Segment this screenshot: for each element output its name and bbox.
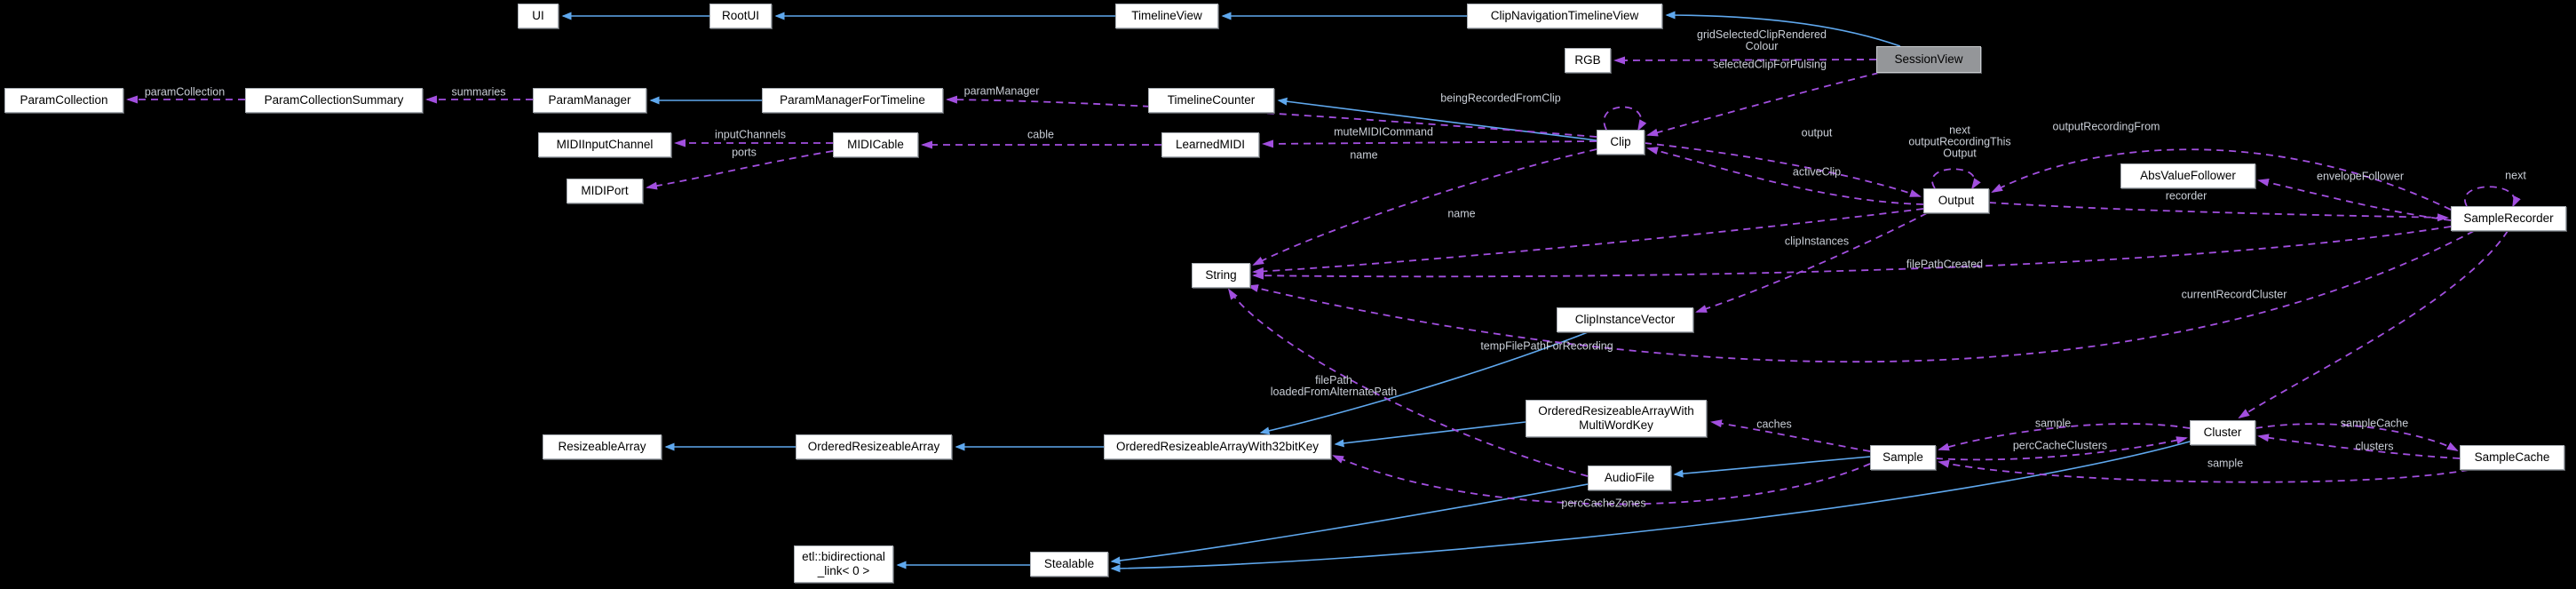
edge-sessionview-to-clipnavigationtimelineview xyxy=(1665,11,1901,47)
class-node-samplerecorder[interactable]: SampleRecorder xyxy=(2451,206,2566,231)
class-node-label: Output xyxy=(1938,194,1975,208)
class-node-label: ClipInstanceVector xyxy=(1574,313,1676,327)
class-node-label: TimelineView xyxy=(1131,9,1202,23)
edge-samplerecorder-to-output-outputRecordingFrom xyxy=(1991,148,2452,211)
class-node-label: MultiWordKey xyxy=(1579,418,1653,432)
edge-samplerecorder-to-string-tempFilePathForRecording xyxy=(1247,230,2475,363)
edge-samplecache-to-sample-sample xyxy=(1938,459,2469,483)
class-node-paramcollectionsummary[interactable]: ParamCollectionSummary xyxy=(245,88,423,113)
edge-sessionview-to-clip-selectedClipForPulsing xyxy=(1646,72,1880,137)
class-node-rootui[interactable]: RootUI xyxy=(709,4,772,28)
class-node-sample[interactable]: Sample xyxy=(1870,445,1936,470)
class-node-orderedresizeablearray[interactable]: OrderedResizeableArray xyxy=(796,434,952,459)
edge-cluster-to-stealable xyxy=(1110,441,2191,573)
edge-orderedresizeablearraywithmultiwordkey-to-orderedresizeablearraywith32bitkey xyxy=(1334,421,1526,448)
edge-clipinstancevector-to-orderedresizeablearraywith32bitkey xyxy=(1259,331,1589,435)
class-node-label: TimelineCounter xyxy=(1167,93,1256,107)
class-node-label: MIDICable xyxy=(847,138,904,152)
class-node-label: OrderedResizeableArray xyxy=(807,440,940,454)
class-node-timelinecounter[interactable]: TimelineCounter xyxy=(1148,88,1274,113)
class-node-label: Clip xyxy=(1610,135,1631,149)
class-node-midiport[interactable]: MIDIPort xyxy=(567,179,643,203)
class-node-label: _link< 0 > xyxy=(817,564,870,577)
class-node-label: SampleCache xyxy=(2474,450,2550,465)
class-node-timelineview[interactable]: TimelineView xyxy=(1115,4,1218,28)
edge-midicable-to-midiport-ports xyxy=(646,150,834,190)
edge-clip-to-learnedmidi-muteMIDICommand xyxy=(1262,139,1597,148)
edge-samplerecorder-to-absvaluefollower-envelopeFollower xyxy=(2257,179,2452,221)
class-node-label: Cluster xyxy=(2203,426,2242,440)
edge-clip-to-clip-beingRecordedFromClip xyxy=(1603,106,1647,131)
class-node-orderedresizeablearraywith32bitkey[interactable]: OrderedResizeableArrayWith32bitKey xyxy=(1104,434,1331,459)
edge-samplerecorder-to-cluster-currentRecordCluster xyxy=(2238,230,2509,419)
edge-layer xyxy=(126,11,2521,573)
edge-samplerecorder-to-samplerecorder-next xyxy=(2464,186,2521,208)
class-node-sessionview[interactable]: SessionView xyxy=(1876,46,1981,73)
edge-sample-to-cluster-percCacheClusters xyxy=(1935,436,2188,461)
class-node-clipnavigationtimelineview[interactable]: ClipNavigationTimelineView xyxy=(1467,4,1662,28)
class-node-midicable[interactable]: MIDICable xyxy=(833,132,918,157)
class-node-label: AudioFile xyxy=(1604,471,1655,485)
class-node-label: ResizeableArray xyxy=(558,440,646,454)
class-node-label: etl::bidirectional xyxy=(802,550,885,564)
class-node-resizeablearray[interactable]: ResizeableArray xyxy=(543,434,662,459)
class-node-clipinstancevector[interactable]: ClipInstanceVector xyxy=(1557,307,1693,332)
class-node-label: RootUI xyxy=(721,9,760,23)
edge-output-to-clipinstancevector-clipInstances xyxy=(1695,212,1928,313)
edge-clip-to-timelinecounter xyxy=(1277,97,1597,141)
edge-output-to-samplerecorder-recorder xyxy=(1988,202,2449,222)
class-node-label: ParamCollection xyxy=(20,93,108,107)
class-node-absvaluefollower[interactable]: AbsValueFollower xyxy=(2120,163,2255,188)
class-node-paramcollection[interactable]: ParamCollection xyxy=(4,88,123,113)
edge-cluster-to-samplecache-sampleCache xyxy=(2255,423,2459,451)
class-node-label: ParamManager xyxy=(548,93,631,107)
class-node-label: SampleRecorder xyxy=(2463,211,2554,226)
class-node-label: ParamManagerForTimeline xyxy=(780,93,925,107)
edge-sample-to-orderedresizeablearraywith32bitkey-percCacheZones xyxy=(1332,455,1871,505)
class-node-string[interactable]: String xyxy=(1192,263,1250,288)
class-node-label: Stealable xyxy=(1043,557,1095,571)
edge-samplerecorder-to-string-filePathCreated xyxy=(1252,226,2452,280)
class-node-etl_bidirectional_link[interactable]: etl::bidirectional_link< 0 > xyxy=(794,545,893,583)
edge-clip-to-string-name xyxy=(1252,148,1597,266)
edge-sample-to-audiofile xyxy=(1673,456,1871,478)
class-node-label: MIDIInputChannel xyxy=(556,138,654,152)
class-node-samplecache[interactable]: SampleCache xyxy=(2460,445,2564,470)
edge-output-to-string-name xyxy=(1252,208,1924,275)
class-node-label: MIDIPort xyxy=(581,184,629,198)
class-node-output[interactable]: Output xyxy=(1923,188,1989,213)
edge-output-to-output-next xyxy=(1931,168,1981,190)
class-node-parammanager[interactable]: ParamManager xyxy=(533,88,646,113)
class-node-midiinputchannel[interactable]: MIDIInputChannel xyxy=(538,132,671,157)
class-node-label: UI xyxy=(532,9,544,23)
edge-samplecache-to-cluster-clusters xyxy=(2257,434,2461,459)
class-node-label: AbsValueFollower xyxy=(2140,169,2236,183)
class-node-label: ClipNavigationTimelineView xyxy=(1490,9,1639,23)
class-node-stealable[interactable]: Stealable xyxy=(1030,552,1108,577)
class-node-audiofile[interactable]: AudioFile xyxy=(1588,466,1671,490)
class-node-learnedmidi[interactable]: LearnedMIDI xyxy=(1161,132,1259,157)
class-node-cluster[interactable]: Cluster xyxy=(2190,420,2255,445)
class-node-label: ParamCollectionSummary xyxy=(264,93,404,107)
class-node-label: String xyxy=(1205,268,1237,283)
class-node-label: RGB xyxy=(1574,53,1601,68)
class-node-label: LearnedMIDI xyxy=(1175,138,1246,152)
class-node-label: SessionView xyxy=(1894,52,1963,67)
edge-output-to-clip-activeClip xyxy=(1646,147,1924,205)
class-node-label: OrderedResizeableArrayWith32bitKey xyxy=(1115,440,1320,454)
class-node-label: OrderedResizeableArrayWith xyxy=(1538,404,1694,418)
class-node-label: Sample xyxy=(1882,450,1923,465)
class-node-ui[interactable]: UI xyxy=(518,4,559,28)
class-node-clip[interactable]: Clip xyxy=(1597,130,1645,155)
edge-cluster-to-sample-sample xyxy=(1938,423,2191,451)
edge-audiofile-to-stealable xyxy=(1110,483,1589,565)
class-node-parammanagerfortimeline[interactable]: ParamManagerForTimeline xyxy=(762,88,943,113)
edge-audiofile-to-string-filePath xyxy=(1227,288,1589,477)
class-node-rgb[interactable]: RGB xyxy=(1565,48,1611,73)
edge-sample-to-orderedresizeablearraywithmultiwordkey-caches xyxy=(1710,419,1871,452)
edge-clip-to-output-output xyxy=(1644,142,1922,197)
